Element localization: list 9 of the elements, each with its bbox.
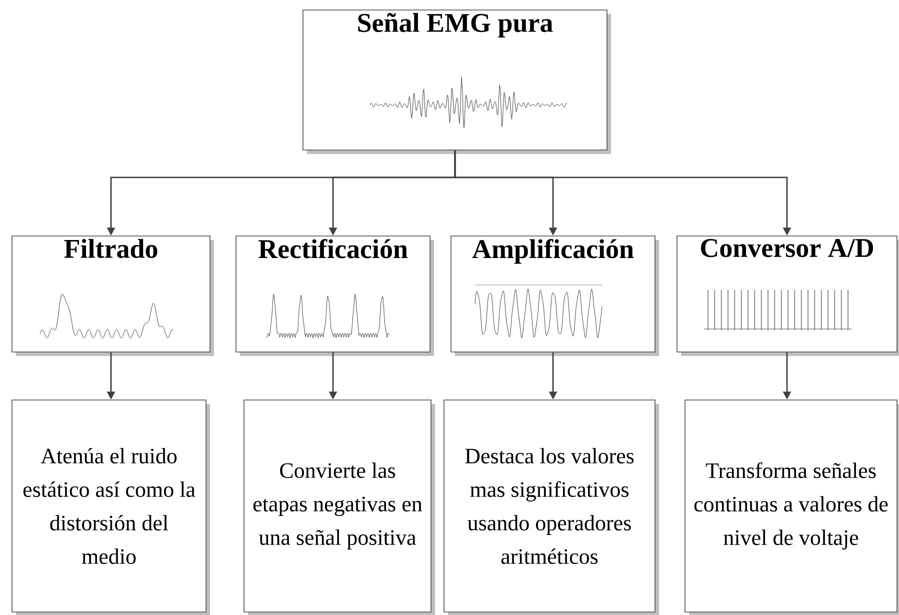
description-box: Convierte las etapas negativas en una señal positiva: [244, 400, 435, 615]
process-box: Filtrado: [12, 236, 214, 356]
process-box: Señal EMG pura: [302, 10, 611, 154]
process-box: Amplificación: [450, 236, 659, 356]
process-box: Conversor A/D: [676, 236, 899, 356]
process-box: Rectificación: [236, 236, 434, 356]
description-box: Transforma señales continuas a valores de nivel de voltaje: [684, 400, 899, 615]
description-box: Destaca los valores mas significativos usando operadores aritméticos: [444, 400, 659, 615]
description-box: Atenúa el ruido estático así como la distorsión del medio: [12, 400, 210, 615]
